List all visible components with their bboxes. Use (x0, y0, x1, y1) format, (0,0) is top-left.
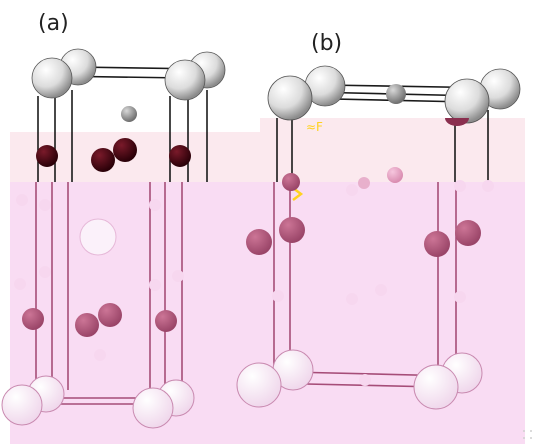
atom-gray-small (386, 84, 406, 104)
atom-pale-large (1, 384, 43, 426)
atom-gray-large (164, 59, 206, 101)
atom-pale-large (236, 362, 282, 408)
atom-faint (454, 180, 466, 192)
atom-mauve (98, 303, 122, 327)
panel-b-structure: ≈F (236, 65, 521, 410)
atom-faint (172, 270, 184, 282)
marker-yellow: ≈F (306, 120, 323, 134)
atom-pink-small (358, 177, 370, 189)
atom-dark-red (91, 148, 115, 172)
atom-faint (482, 180, 494, 192)
panel-label-a: (a) (38, 11, 69, 36)
atom-mauve (22, 308, 44, 330)
atom-faint (359, 374, 371, 386)
atom-gray-large (267, 75, 313, 121)
atom-mauve (75, 313, 99, 337)
atom-pale-large (132, 387, 174, 429)
atom-dark-red (113, 138, 137, 162)
corner-dots (523, 430, 532, 439)
atom-faint (375, 284, 387, 296)
panel-label-b: (b) (311, 31, 342, 56)
atom-mauve (155, 310, 177, 332)
atom-pale-large (413, 364, 459, 410)
atom-mauve (279, 217, 305, 243)
atom-faint (14, 278, 26, 290)
atom-faint (272, 290, 284, 302)
atom-dark-red (36, 145, 58, 167)
atom-pale (79, 218, 117, 256)
marker-yellow (292, 187, 304, 201)
atom-pink-small (387, 167, 403, 183)
atom-dark-red (169, 145, 191, 167)
atom-mauve (246, 229, 272, 255)
atom-faint (16, 194, 28, 206)
atom-faint (39, 199, 51, 211)
atom-faint (346, 184, 358, 196)
panel-a-structure (1, 48, 226, 429)
atom-gray-small (121, 106, 137, 122)
atom-faint (454, 291, 466, 303)
panel-a-lower-bonds (30, 182, 183, 405)
atom-faint (149, 199, 161, 211)
atom-mauve-small (282, 173, 300, 191)
atom-faint (39, 266, 51, 278)
atom-faint (94, 349, 106, 361)
atom-gray-large (31, 57, 73, 99)
atom-faint (149, 279, 161, 291)
atom-faint (346, 293, 358, 305)
atom-dark-red-partial (445, 118, 469, 126)
atom-gray-large (444, 78, 490, 124)
atom-mauve (424, 231, 450, 257)
atom-mauve (455, 220, 481, 246)
